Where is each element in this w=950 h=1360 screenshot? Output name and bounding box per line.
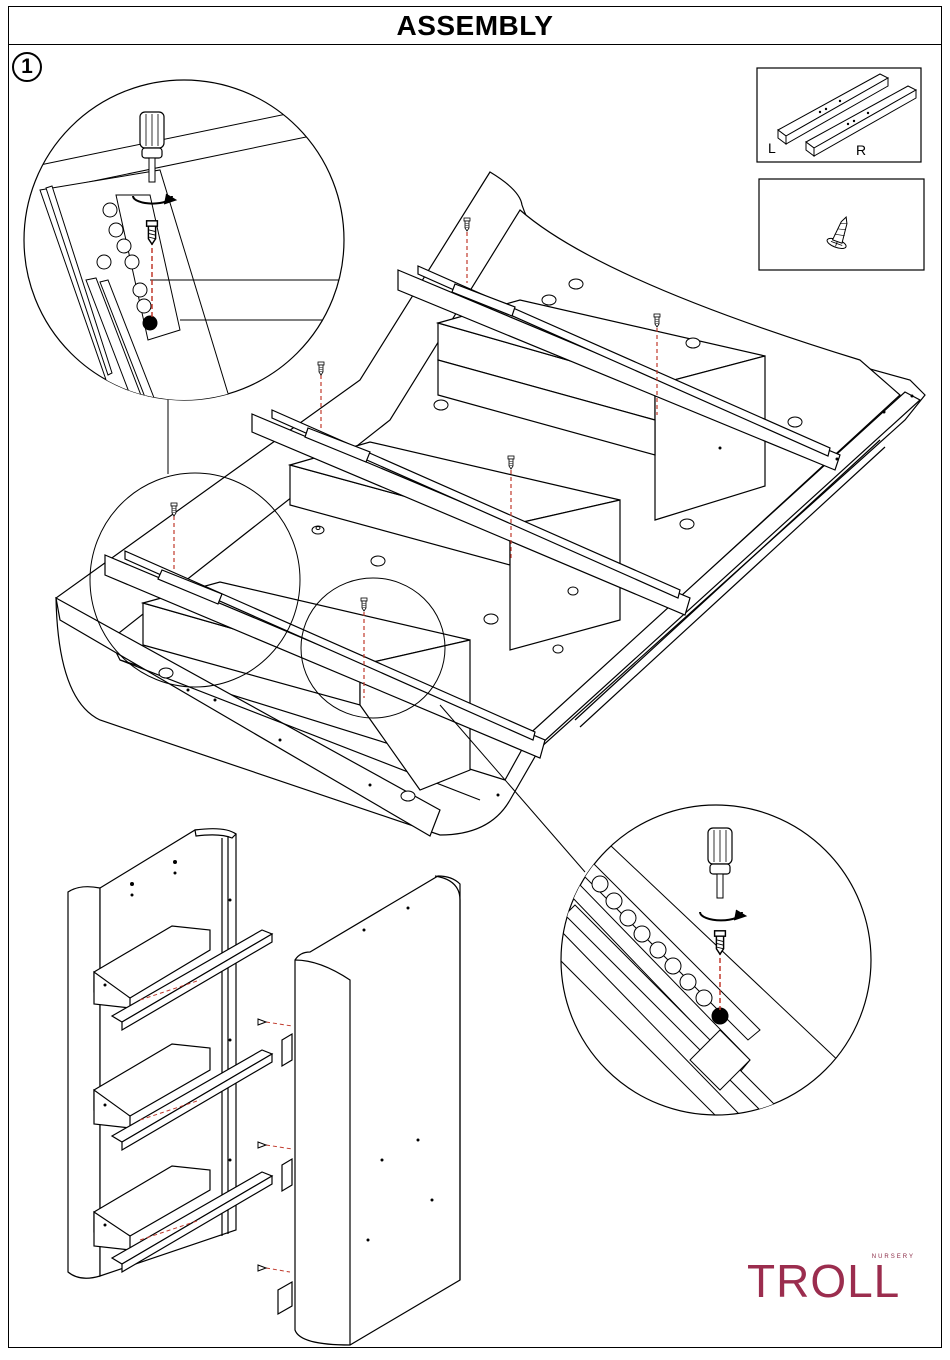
brand-name: TROLL xyxy=(747,1258,900,1304)
rail-left-label: L xyxy=(768,140,776,156)
detail-view-top-left xyxy=(24,80,344,420)
brand-logo: NURSERY TROLL xyxy=(745,1254,925,1304)
rails-parts-box: L R xyxy=(757,68,921,162)
rail-right-label: R xyxy=(856,142,866,158)
detail-view-bottom-right xyxy=(560,805,880,1120)
screw-parts-box xyxy=(759,179,924,270)
